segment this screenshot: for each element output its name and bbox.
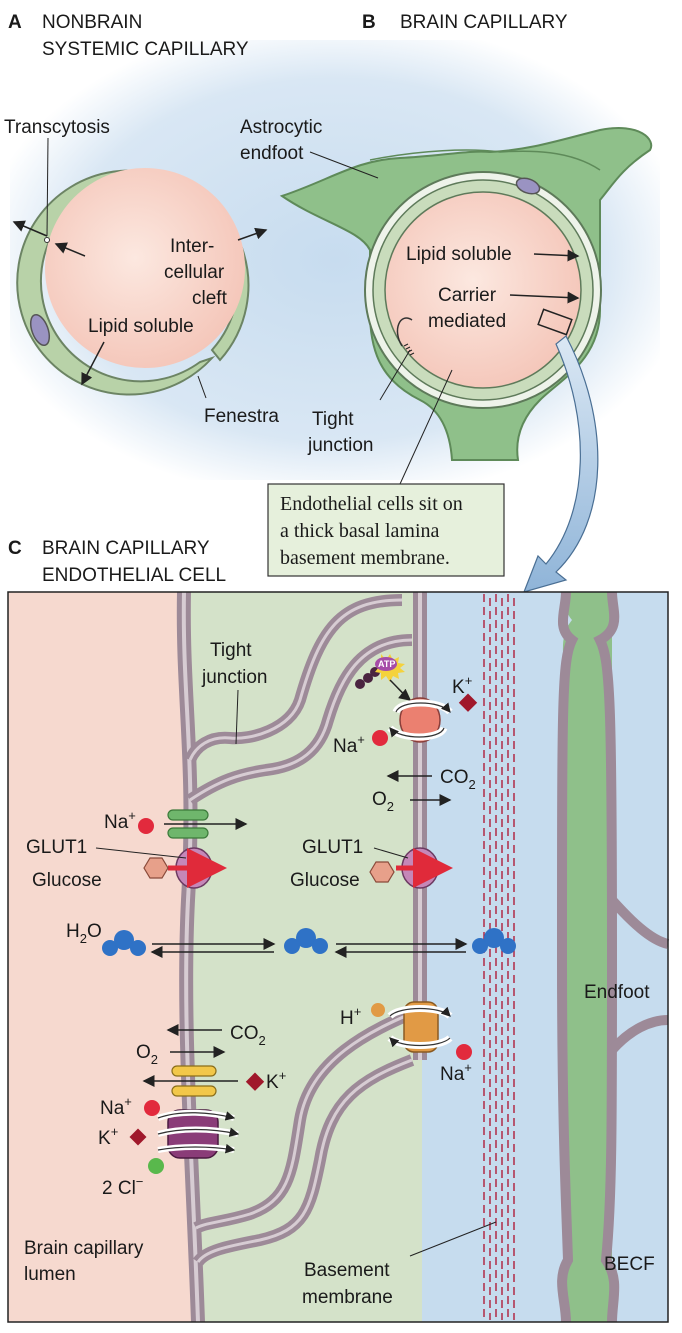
water-molecules <box>102 928 516 958</box>
brain-nucleus <box>515 177 541 195</box>
na-ion-icon-2 <box>138 818 154 834</box>
callout-line-3: basement membrane. <box>280 547 450 569</box>
na-h-exchanger <box>387 1001 453 1053</box>
basement-label-2: membrane <box>302 1287 393 1308</box>
panel-c-frame <box>7 591 669 1323</box>
co2-label-1: CO2 <box>440 767 476 792</box>
glucose-icon <box>143 857 169 879</box>
h-ion-icon <box>371 1003 385 1017</box>
panel-c: Tight junction ATP K+ Na+ CO2 O2 <box>7 591 670 1323</box>
glut1-left-label: GLUT1 <box>26 837 87 858</box>
panel-a-title-2: SYSTEMIC CAPILLARY <box>42 39 249 60</box>
lumen-label-2: lumen <box>24 1264 76 1285</box>
na-k-atpase: ATP <box>355 654 453 743</box>
cl-label: 2 Cl− <box>102 1174 143 1199</box>
intercellular-label-2: cellular <box>164 262 225 283</box>
atp-icon <box>375 657 397 671</box>
callout-line-2: a thick basal lamina <box>280 520 440 542</box>
co2-label-2: CO2 <box>230 1023 266 1048</box>
lumen-label-1: Brain capillary <box>24 1238 144 1259</box>
astrocytic-label-2: endfoot <box>240 143 304 164</box>
endfoot-region <box>562 592 612 1322</box>
na-ion-icon-4 <box>144 1100 160 1116</box>
glucose-left-label: Glucose <box>32 870 102 891</box>
brain-ecf-region <box>422 592 668 1322</box>
panel-b: B BRAIN CAPILLARY Astrocytic endfoot Lip… <box>240 12 653 593</box>
tight-junction-c-1: Tight <box>210 640 252 661</box>
zoom-box <box>537 308 573 336</box>
panel-b-title: BRAIN CAPILLARY <box>400 12 568 33</box>
panel-b-letter: B <box>362 12 376 33</box>
nonbrain-lumen <box>45 168 245 368</box>
k-label-2: K+ <box>266 1068 286 1093</box>
k-ion-icon <box>458 693 478 712</box>
panel-a-letter: A <box>8 12 22 33</box>
na-label-1: Na+ <box>333 732 365 757</box>
basement-label-1: Basement <box>304 1260 390 1281</box>
na-label-2: Na+ <box>104 808 136 833</box>
callout-line-1: Endothelial cells sit on <box>280 493 463 515</box>
transcytosis-label: Transcytosis <box>4 117 110 138</box>
glut1-right <box>369 847 453 889</box>
na-ion-icon <box>372 730 388 746</box>
h2o-label: H2O <box>66 921 102 946</box>
nkcc-cotransporter <box>156 1109 240 1159</box>
panel-c-title-1: BRAIN CAPILLARY <box>42 538 210 559</box>
lipid-soluble-b-label: Lipid soluble <box>406 244 512 265</box>
becf-label: BECF <box>604 1254 655 1275</box>
panel-c-title-2: ENDOTHELIAL CELL <box>42 565 226 586</box>
na-channel <box>164 809 248 839</box>
o2-label-1: O2 <box>372 789 394 814</box>
na-label-3: Na+ <box>440 1060 472 1085</box>
endfoot-label: Endfoot <box>584 982 650 1003</box>
tight-junction-b-2: junction <box>307 435 374 456</box>
nonbrain-nucleus <box>29 313 51 347</box>
basement-membrane <box>483 594 515 1320</box>
tight-junction-c-2: junction <box>201 667 268 688</box>
glut1-left <box>95 847 227 889</box>
atp-label: ATP <box>378 659 395 669</box>
glucose-icon-2 <box>369 861 395 883</box>
glucose-right-label: Glucose <box>290 870 360 891</box>
k-channel <box>142 1065 238 1097</box>
vesicle-icon <box>44 237 50 243</box>
na-label-4: Na+ <box>100 1094 132 1119</box>
astrocytic-label-1: Astrocytic <box>240 117 322 138</box>
fenestra-label: Fenestra <box>204 406 279 427</box>
carrier-label-2: mediated <box>428 311 506 332</box>
panel-c-letter: C <box>8 538 22 559</box>
brain-lumen <box>384 191 582 389</box>
carrier-label-1: Carrier <box>438 285 497 306</box>
basal-lamina-callout <box>267 483 505 577</box>
tight-junction-b-1: Tight <box>312 409 354 430</box>
na-ion-icon-3 <box>456 1044 472 1060</box>
lipid-soluble-a-label: Lipid soluble <box>88 316 194 337</box>
glut1-right-label: GLUT1 <box>302 837 363 858</box>
h-label: H+ <box>340 1004 361 1029</box>
panel-a-title-1: NONBRAIN <box>42 12 142 33</box>
intercellular-label-1: Inter- <box>170 236 214 257</box>
k-label-3: K+ <box>98 1124 118 1149</box>
o2-label-2: O2 <box>136 1042 158 1067</box>
cl-ion-icon <box>148 1158 164 1174</box>
intercellular-label-3: cleft <box>192 288 228 309</box>
panel-a: A NONBRAIN SYSTEMIC CAPILLARY Transcytos… <box>4 12 279 427</box>
k-label-1: K+ <box>452 673 472 698</box>
